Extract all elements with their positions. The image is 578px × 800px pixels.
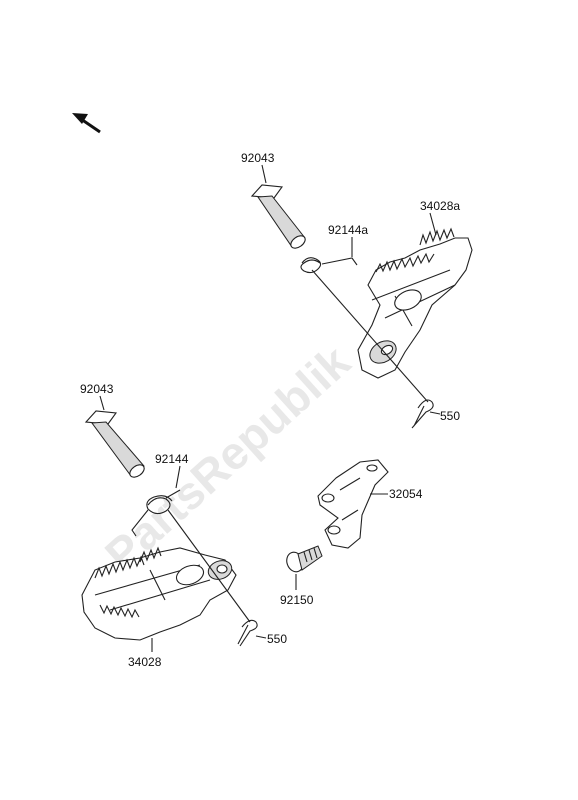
cotter-pin-upper xyxy=(411,399,434,429)
label-pin-upper: 92043 xyxy=(241,151,275,165)
pin-upper xyxy=(250,184,306,249)
label-pin-lower: 92043 xyxy=(80,382,114,396)
pin-lower xyxy=(84,410,145,478)
label-bracket: 32054 xyxy=(389,487,423,501)
label-footpeg-left: 34028 xyxy=(128,655,162,669)
label-bolt: 92150 xyxy=(280,593,314,607)
spring-upper xyxy=(300,257,358,274)
label-cotter-lower: 550 xyxy=(267,632,287,646)
label-cotter-upper: 550 xyxy=(440,409,460,423)
label-spring-upper: 92144a xyxy=(328,223,368,237)
bracket xyxy=(317,459,389,549)
label-spring-lower: 92144 xyxy=(155,452,189,466)
label-footpeg-right: 34028a xyxy=(420,199,460,213)
bolt xyxy=(286,545,323,573)
footpeg-left xyxy=(81,546,237,641)
spring-lower xyxy=(131,489,181,537)
footpeg-right xyxy=(357,227,473,379)
cotter-pin-lower xyxy=(237,619,258,647)
direction-arrow-icon xyxy=(72,113,101,134)
